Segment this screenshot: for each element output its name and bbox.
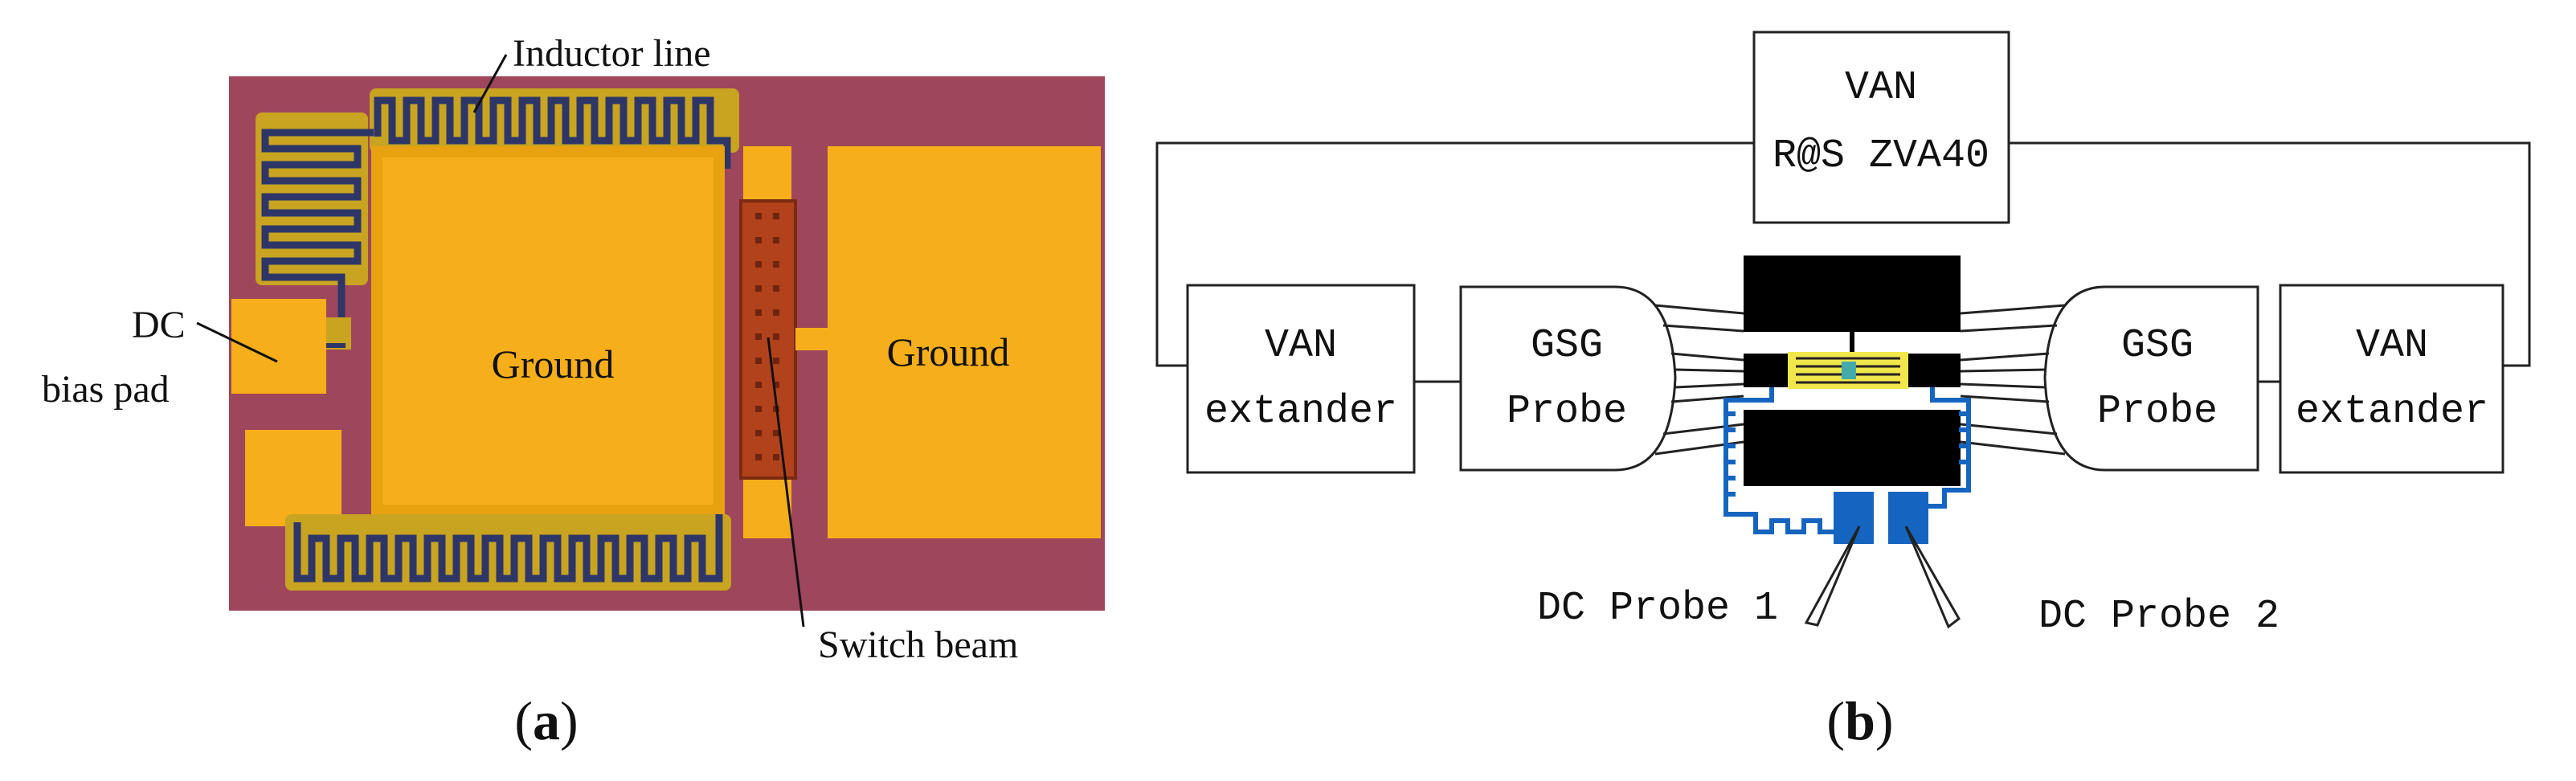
label-inductor-line: Inductor line [513,32,711,75]
caption-a: (a) [514,690,578,751]
caption-a-open: ( [514,690,533,751]
dut-center-line [1850,329,1854,354]
panel-a-photo [229,76,1105,611]
wire-van-left [1155,141,1754,367]
inductor-meander-left [256,112,374,350]
dc-pad-2 [1888,492,1928,544]
label-ground-right: Ground [887,329,1010,374]
label-bias-pad: bias pad [42,368,170,411]
dut-bottom-ground [1744,410,1961,486]
label-dc-probe-2: DC Probe 2 [2038,594,2280,640]
left-probe-line2: Probe [1507,389,1627,435]
caption-b-open: ( [1826,690,1845,751]
label-dc: DC [132,304,186,346]
van-line1: VAN [1845,65,1917,111]
caption-b-letter: b [1845,690,1875,751]
switch-anchor-top [743,146,791,202]
caption-b-close: ) [1875,690,1894,751]
right-probe-tips [1960,304,2066,456]
label-dc-probe-1: DC Probe 1 [1537,586,1778,632]
leader-inductor [472,54,508,113]
left-extender-line2: extander [1204,389,1397,435]
right-probe-line2: Probe [2097,389,2218,435]
leader-switch-beam [767,337,805,628]
dut-top-ground [1744,256,1961,332]
wire-van-right [2009,141,2531,367]
signal-line-stub [795,328,828,350]
van-line2: R@S ZVA40 [1773,133,1989,179]
bias-network [1723,387,1971,534]
caption-b: (b) [1826,690,1893,751]
left-probe-tips [1654,304,1744,456]
label-switch-beam: Switch beam [818,624,1018,666]
left-extender-box [1186,284,1416,474]
dc-probe-2-needle [1904,525,1961,629]
right-probe-line1: GSG [2121,323,2194,369]
left-extender-line1: VAN [1265,323,1337,369]
beam-holes [755,213,779,460]
switch-anchor-bottom [743,478,791,538]
dc-pad-lower [245,430,341,526]
label-ground-left: Ground [492,341,615,386]
right-extender-line1: VAN [2356,323,2428,369]
right-extender-line2: extander [2296,389,2488,435]
leader-dc-bias-pad [196,321,278,363]
left-probe-line1: GSG [1531,323,1603,369]
inductor-meander-bottom [285,514,731,591]
dut-chip-spot [1842,362,1856,379]
van-analyzer-box [1752,31,2010,224]
caption-a-letter: a [533,690,560,751]
ground-right [828,146,1101,538]
caption-a-close: ) [560,690,579,751]
left-probe-box [1459,285,1677,472]
dc-probe-1-needle [1804,525,1861,627]
right-extender-box [2279,284,2504,474]
inductor-meander-top [370,88,739,169]
right-probe-box [2043,285,2259,472]
